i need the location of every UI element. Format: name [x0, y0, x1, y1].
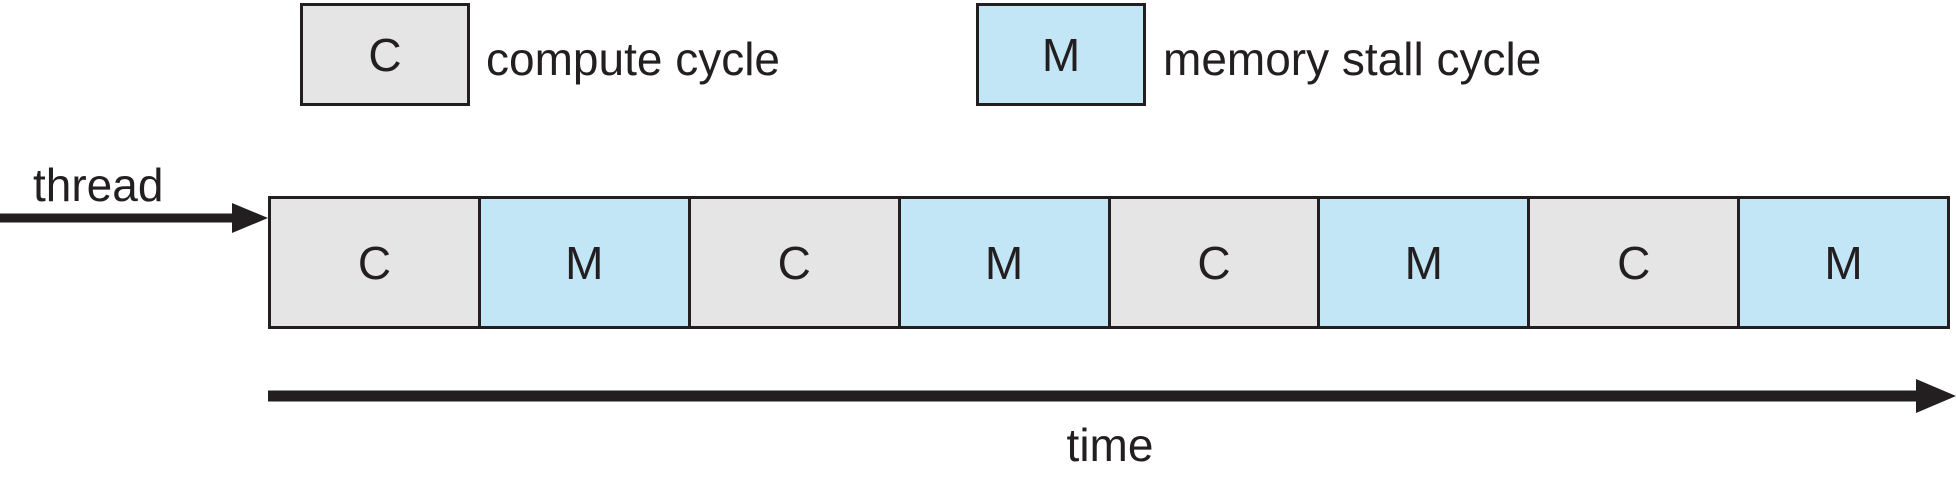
- time-axis-label: time: [1066, 419, 1154, 471]
- legend-memory-stall-cycle-swatch: M: [976, 3, 1146, 106]
- timeline-cell-compute-7: C: [1530, 199, 1741, 326]
- timeline-cell-symbol: C: [357, 236, 392, 289]
- timeline-cell-symbol: C: [1197, 236, 1231, 289]
- timeline-cell-memory-8: M: [1740, 199, 1947, 326]
- legend-compute-symbol: C: [368, 28, 402, 81]
- thread-label: thread: [33, 159, 164, 211]
- timeline-cell-memory-6: M: [1320, 199, 1531, 326]
- timeline-cell-memory-2: M: [480, 199, 691, 326]
- timeline-cell-compute-3: C: [690, 199, 901, 326]
- timeline-cell-memory-4: M: [900, 199, 1111, 326]
- timeline-cell-symbol: M: [565, 236, 604, 289]
- timeline-cell-symbol: C: [1617, 236, 1651, 289]
- timeline-cell-symbol: M: [1824, 236, 1863, 289]
- timeline-cell-symbol: M: [984, 236, 1024, 289]
- legend-memory-stall-cycle-label: memory stall cycle: [1163, 33, 1542, 85]
- legend-compute-cycle-label: compute cycle: [486, 33, 781, 85]
- timeline-cell-compute-5: C: [1110, 199, 1321, 326]
- legend-compute-cycle-swatch: C: [300, 3, 470, 106]
- time-axis-right-arrow-icon: [268, 379, 1956, 413]
- timeline-cell-compute-1: C: [271, 199, 481, 326]
- legend-memory-symbol: M: [1041, 28, 1081, 81]
- timeline-cell-symbol: M: [1404, 236, 1443, 289]
- timeline-cell-symbol: C: [777, 236, 811, 289]
- thread-right-arrow-icon: [0, 203, 268, 233]
